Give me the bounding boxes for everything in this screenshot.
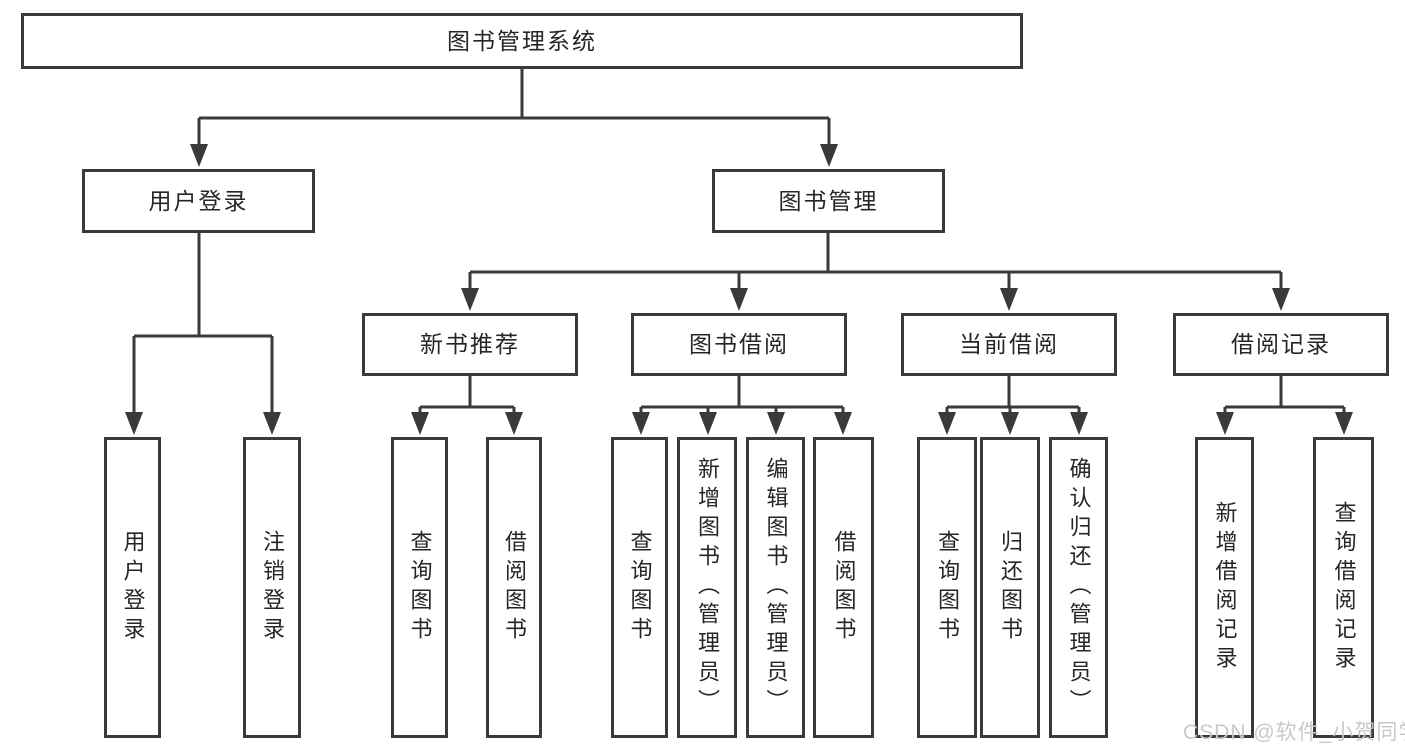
leaf-logout-label: 注销登录 xyxy=(260,529,285,646)
branch-user-login-label: 用户登录 xyxy=(148,187,249,214)
branch-new-book-recommend-label: 新书推荐 xyxy=(420,331,520,358)
leaf-query-books-recommend: 查询图书 xyxy=(391,437,448,738)
branch-book-management: 图书管理 xyxy=(712,169,945,233)
branch-new-book-recommend: 新书推荐 xyxy=(362,313,578,376)
leaf-query-books-borrow: 查询图书 xyxy=(611,437,668,738)
leaf-edit-book-admin: 编辑图书（管理员） xyxy=(746,437,805,738)
leaf-add-book-admin: 新增图书（管理员） xyxy=(677,437,737,738)
leaf-edit-book-admin-label: 编辑图书（管理员） xyxy=(763,457,789,718)
leaf-logout: 注销登录 xyxy=(243,437,301,738)
leaf-user-login: 用户登录 xyxy=(104,437,161,738)
branch-current-borrow: 当前借阅 xyxy=(901,313,1117,376)
branch-user-login: 用户登录 xyxy=(82,169,315,233)
leaf-query-books-current: 查询图书 xyxy=(917,437,977,738)
node-root: 图书管理系统 xyxy=(21,13,1023,69)
branch-borrow-records: 借阅记录 xyxy=(1173,313,1389,376)
leaf-confirm-return-admin: 确认归还（管理员） xyxy=(1049,437,1108,738)
branch-book-borrow: 图书借阅 xyxy=(631,313,847,376)
leaf-query-borrow-record: 查询借阅记录 xyxy=(1313,437,1374,738)
leaf-query-books-recommend-label: 查询图书 xyxy=(407,529,433,646)
leaf-borrow-books-recommend-label: 借阅图书 xyxy=(502,529,527,646)
branch-book-management-label: 图书管理 xyxy=(778,187,879,214)
arrowheads xyxy=(125,144,1353,435)
leaf-add-book-admin-label: 新增图书（管理员） xyxy=(695,457,720,718)
connector-path xyxy=(132,67,1346,414)
branch-borrow-records-label: 借阅记录 xyxy=(1231,331,1331,358)
leaf-return-book: 归还图书 xyxy=(980,437,1040,738)
leaf-return-book-label: 归还图书 xyxy=(998,529,1023,646)
branch-book-borrow-label: 图书借阅 xyxy=(689,331,789,358)
leaf-add-borrow-record: 新增借阅记录 xyxy=(1195,437,1254,738)
leaf-query-books-current-label: 查询图书 xyxy=(935,529,960,646)
leaf-query-books-borrow-label: 查询图书 xyxy=(627,529,653,646)
leaf-borrow-books-recommend: 借阅图书 xyxy=(486,437,542,738)
leaf-user-login-label: 用户登录 xyxy=(120,529,146,646)
leaf-borrow-books: 借阅图书 xyxy=(813,437,874,738)
csdn-watermark: CSDN @软件_小贺同学 xyxy=(1183,721,1405,744)
branch-current-borrow-label: 当前借阅 xyxy=(959,331,1059,358)
leaf-add-borrow-record-label: 新增借阅记录 xyxy=(1212,500,1238,675)
leaf-confirm-return-admin-label: 确认归还（管理员） xyxy=(1066,457,1092,718)
leaf-query-borrow-record-label: 查询借阅记录 xyxy=(1331,500,1357,675)
node-root-label: 图书管理系统 xyxy=(447,27,597,54)
leaf-borrow-books-label: 借阅图书 xyxy=(831,529,857,646)
